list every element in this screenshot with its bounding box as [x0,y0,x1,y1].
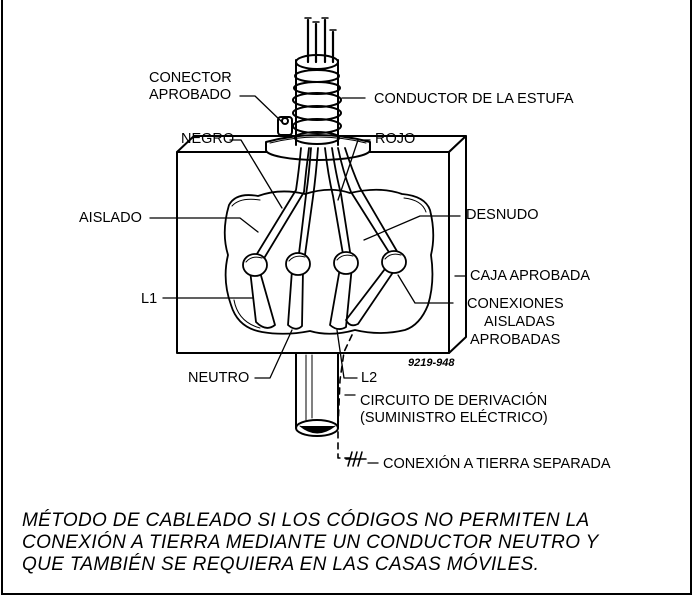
connections-label-line2: AISLADAS [484,314,555,330]
branch-circuit-label-line1: CIRCUITO DE DERIVACIÓN [360,393,548,409]
ground-symbol-icon [345,451,367,467]
ground-wire [337,334,353,459]
red-wire-label: ROJO [375,131,416,147]
connections-label-line1: CONEXIONES [467,296,564,312]
range-cord [292,17,342,146]
branch-circuit-label-line2: (SUMINISTRO ELÉCTRICO) [360,410,548,426]
connector-label-line1: CONECTOR [149,70,232,86]
connector-label-line2: APROBADO [149,87,232,103]
insulated-label: AISLADO [79,210,142,226]
separate-ground-label: CONEXIÓN A TIERRA SEPARADA [383,456,611,472]
l2-label: L2 [361,370,378,386]
supply-cable [295,352,339,437]
l1-label: L1 [141,291,158,307]
figure-code: 9219-948 [408,357,455,369]
wires [242,147,407,330]
connections-label-line3: APROBADAS [470,332,561,348]
bare-label: DESNUDO [466,207,539,223]
black-wire-label: NEGRO [181,131,235,147]
caption-line: MÉTODO DE CABLEADO SI LOS CÓDIGOS NO PER… [22,510,590,531]
approved-box-label: CAJA APROBADA [470,268,591,284]
caption-line: QUE TAMBIÉN SE REQUIERA EN LAS CASAS MÓV… [22,554,540,575]
caption: MÉTODO DE CABLEADO SI LOS CÓDIGOS NO PER… [22,510,672,576]
neutral-label: NEUTRO [188,370,250,386]
range-cord-label: CONDUCTOR DE LA ESTUFA [374,91,574,107]
caption-line: CONEXIÓN A TIERRA MEDIANTE UN CONDUCTOR … [22,532,599,553]
